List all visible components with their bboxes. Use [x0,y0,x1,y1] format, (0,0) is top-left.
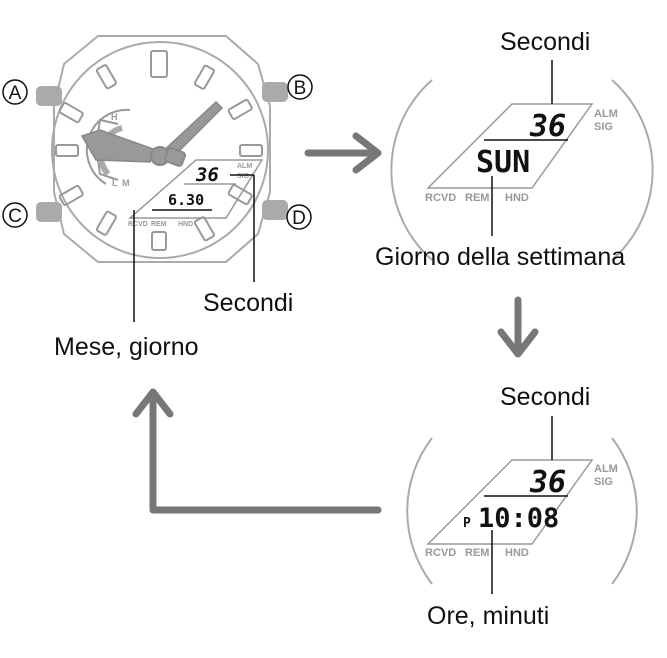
watch-seconds-value: 36 [195,164,219,186]
time-value: 10:08 [478,503,559,534]
watch-button-d [262,200,288,220]
button-d-label: D [292,208,306,229]
arrow-right [304,132,382,174]
weekday-seconds-caption: Secondi [500,28,590,56]
flow-arrows [132,132,539,514]
screen-weekday-bezel-left [390,79,433,261]
watch-button-c [36,202,62,222]
time-seconds-value: 36 [529,465,566,500]
time-sig-label: SIG [594,476,613,488]
button-labels: A B C D [2,74,313,230]
watch-sig-label: SIG [237,173,250,180]
hour-indices [55,50,263,251]
weekday-rem-label: REM [465,192,489,204]
watch-rcvd-label: RCVD [128,221,148,228]
button-c-label: C [8,206,22,227]
button-d-circle [286,204,312,230]
weekday-alm-label: ALM [594,108,618,120]
subdial-letter-l: L [112,178,118,188]
time-pm-indicator: P [463,516,471,531]
time-hnd-label: HND [505,547,529,559]
screen-time-window [426,459,594,545]
subdial-letter-h: H [111,112,118,122]
time-alm-label: ALM [594,463,618,475]
weekday-caption: Giorno della settimana [375,243,625,271]
weekday-value: SUN [476,145,530,180]
time-seconds-caption: Secondi [500,383,590,411]
month-day-caption: Mese, giorno [54,333,199,361]
watch-lcd-window [128,159,264,219]
screen-time-bezel-left [406,437,433,585]
arrow-down [497,296,539,358]
weekday-rcvd-label: RCVD [425,192,456,204]
watch: H M L [36,35,288,263]
arrow-return [132,388,382,514]
hours-minutes-caption: Ore, minuti [427,602,549,630]
button-b-circle [287,74,313,100]
time-rcvd-label: RCVD [425,547,456,559]
watch-rem-label: REM [151,221,167,228]
watch-button-b [262,82,288,102]
screen-weekday: 36 ALM SIG SUN RCVD REM HND [390,79,654,261]
button-b-label: B [294,78,307,99]
button-a-circle [2,79,28,105]
watch-seconds-caption: Secondi [203,289,293,317]
screen-weekday-window [426,103,594,189]
hand-tail [163,147,187,167]
screen-weekday-bezel-right [611,79,654,261]
weekday-hnd-label: HND [505,192,529,204]
watch-month-day-value: 6.30 [168,191,204,209]
watch-dial [51,41,269,259]
screen-time: 36 ALM SIG P 10:08 RCVD REM HND [406,437,638,585]
hour-hand [80,129,158,163]
weekday-seconds-value: 36 [529,109,566,144]
watch-alm-label: ALM [237,163,252,170]
watch-hnd-label: HND [178,221,193,228]
time-rem-label: REM [465,547,489,559]
button-a-label: A [9,83,22,104]
watch-case [53,35,271,263]
button-c-circle [2,202,28,228]
screen-time-bezel-right [611,437,638,585]
weekday-sig-label: SIG [594,121,613,133]
subdial-letter-m: M [122,178,130,188]
